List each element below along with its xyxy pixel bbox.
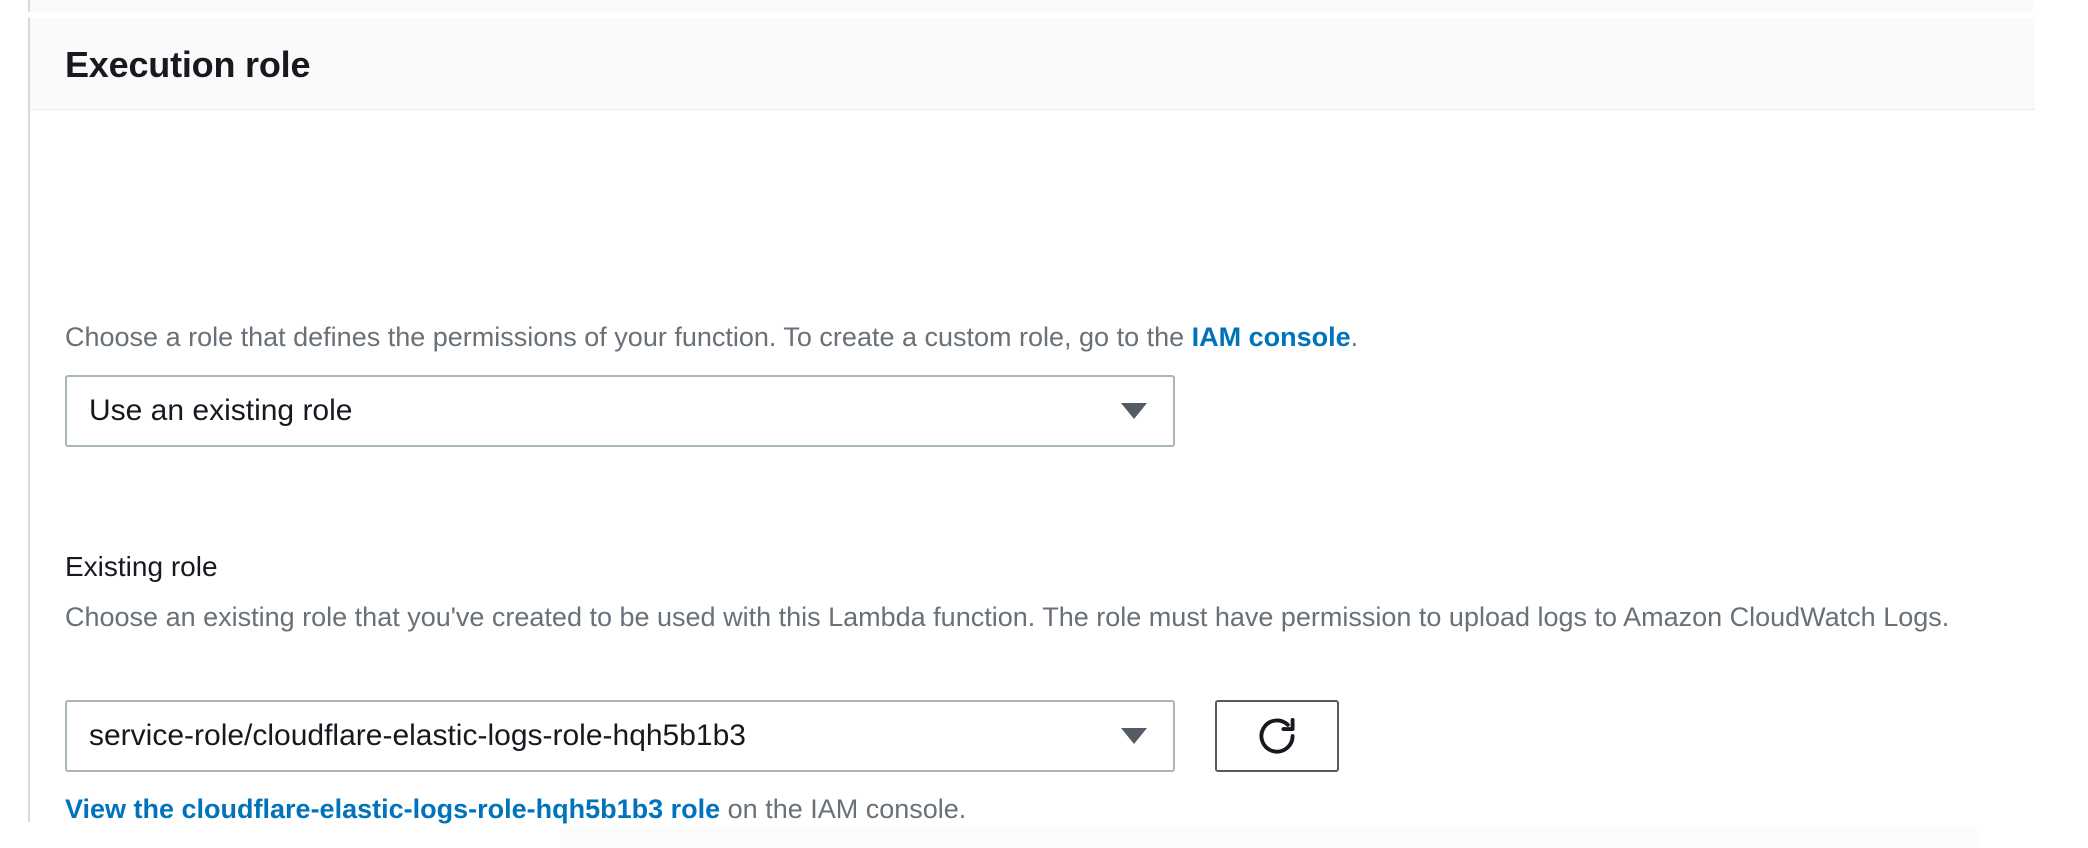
existing-role-description: Choose an existing role that you've crea… [65, 602, 1950, 632]
role-type-select-value: Use an existing role [89, 394, 353, 427]
refresh-icon [1255, 714, 1299, 758]
existing-role-select-value: service-role/cloudflare-elastic-logs-rol… [89, 719, 746, 752]
existing-role-select[interactable]: service-role/cloudflare-elastic-logs-rol… [65, 700, 1175, 772]
view-role-line: View the cloudflare-elastic-logs-role-hq… [65, 790, 966, 828]
execution-role-card: Execution role Choose a role that define… [28, 18, 2035, 824]
view-role-suffix: on the IAM console. [720, 794, 967, 824]
card-body: Choose a role that defines the permissio… [30, 110, 2035, 824]
existing-role-label: Existing role [65, 551, 218, 582]
refresh-roles-button[interactable] [1215, 700, 1339, 772]
role-help-text: Choose a role that defines the permissio… [65, 318, 1358, 356]
iam-console-link[interactable]: IAM console [1191, 322, 1351, 352]
next-card-sliver [560, 826, 1980, 848]
page-title: Execution role [65, 44, 311, 85]
card-header: Execution role [30, 18, 2035, 110]
chevron-down-icon [1095, 403, 1173, 419]
previous-card-sliver [28, 0, 2035, 12]
role-type-select[interactable]: Use an existing role [65, 375, 1175, 447]
role-help-prefix: Choose a role that defines the permissio… [65, 322, 1192, 352]
view-role-link[interactable]: View the cloudflare-elastic-logs-role-hq… [65, 794, 721, 824]
chevron-down-icon [1095, 728, 1173, 744]
role-help-suffix: . [1350, 322, 1359, 352]
